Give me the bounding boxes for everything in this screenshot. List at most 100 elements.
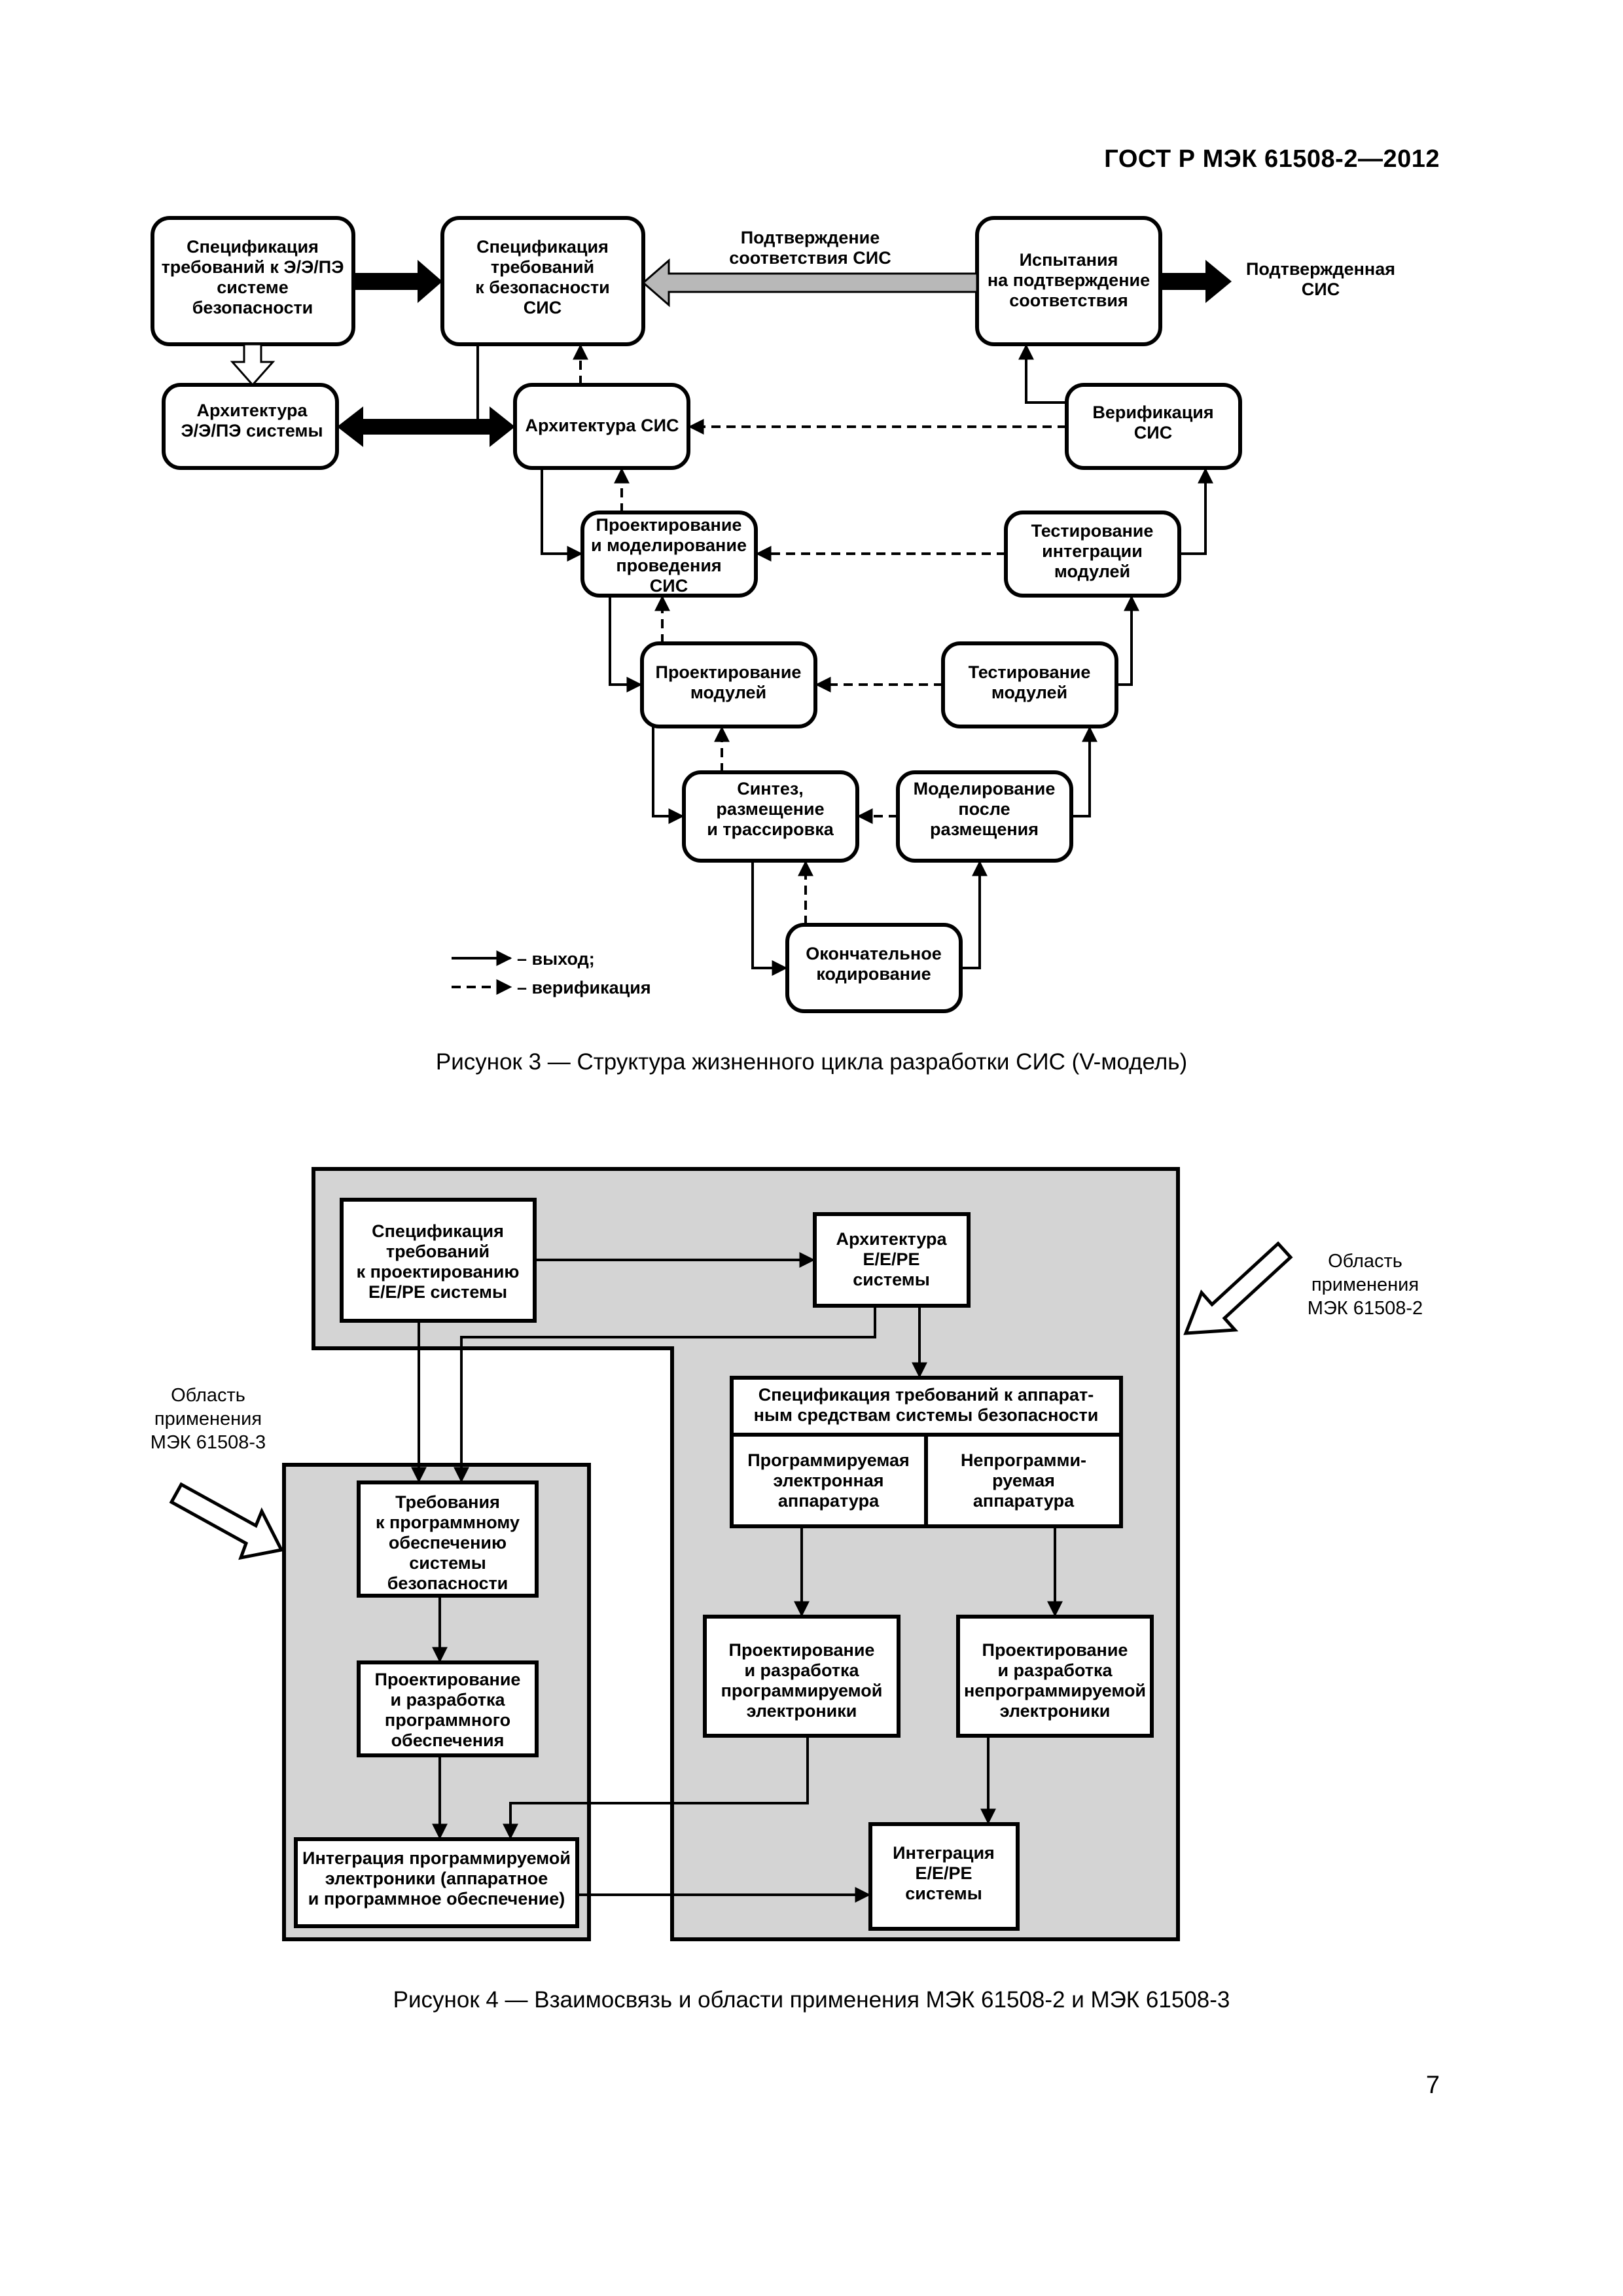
label-line: Архитектура — [836, 1229, 947, 1249]
label-line: Спецификация — [372, 1221, 504, 1241]
label-line: Тестирование — [969, 662, 1091, 682]
label-line: интеграции — [1042, 541, 1143, 561]
hollow-arrow-down — [230, 343, 276, 387]
label-line: модулей — [1054, 562, 1130, 581]
label-line: Область — [171, 1385, 245, 1406]
label-line: к безопасности — [475, 278, 610, 297]
label-line: обеспечения — [391, 1731, 505, 1750]
label-line: Область — [1328, 1251, 1402, 1272]
box-label: Спецификация требований к аппарат-ным ср… — [754, 1385, 1099, 1425]
label-line: СИС — [650, 576, 688, 596]
label-line: программируемой — [721, 1681, 883, 1700]
label-line: электроники (аппаратное — [325, 1869, 548, 1888]
label-line: соответствия — [1009, 291, 1128, 310]
big-double-arrow-arch — [337, 406, 515, 447]
label-line: системе — [217, 278, 289, 297]
label-line: программного — [385, 1710, 510, 1730]
label-line: системы — [409, 1553, 486, 1573]
label-line: Проектирование — [729, 1640, 875, 1660]
label-line: Требования — [395, 1492, 500, 1512]
label-line: Окончательное — [806, 944, 941, 963]
label-line: Интеграция — [893, 1843, 995, 1863]
label-line: Проектирование — [596, 515, 742, 535]
label-line: и разработка — [744, 1660, 859, 1680]
label-line: и моделирование — [591, 535, 747, 555]
label-line: к программному — [376, 1513, 520, 1532]
label-line: требований — [386, 1242, 490, 1261]
label-line: Е/Е/РЕ — [863, 1249, 919, 1269]
label-line: электронная — [773, 1471, 883, 1490]
label-line: Архитектура СИС — [526, 416, 679, 435]
callout-arrow-61508-3 — [169, 1482, 284, 1560]
label-line: руемая — [992, 1471, 1055, 1490]
label-line: Проектирование — [982, 1640, 1128, 1660]
label-line: Верификация — [1092, 403, 1213, 422]
big-arrow-confirmed — [1160, 260, 1232, 303]
page-number: 7 — [1425, 2072, 1440, 2099]
label-line: аппаратура — [973, 1491, 1075, 1511]
label-line: кодирование — [816, 964, 931, 984]
label-line: безопасности — [387, 1573, 508, 1593]
label-line: СИС — [1134, 423, 1172, 442]
label-line: и программное обеспечение) — [308, 1889, 565, 1909]
label-line: на подтверждение — [988, 270, 1150, 290]
label-line: Моделирование — [914, 779, 1056, 798]
label-line: Проектирование — [375, 1670, 521, 1689]
scope-61508-2-region — [312, 1167, 1180, 1941]
legend-verification: – верификация — [517, 978, 651, 997]
label-line: модулей — [991, 683, 1067, 702]
label-line: Спецификация — [187, 237, 319, 257]
label-line: Тестирование — [1031, 521, 1154, 541]
label-line: Непрограмми- — [961, 1450, 1086, 1470]
label-line: Подтверждение — [741, 228, 880, 247]
callout-arrow-61508-2 — [1183, 1241, 1293, 1335]
label-line: и разработка — [390, 1690, 505, 1710]
label-line: и трассировка — [707, 819, 834, 839]
label-line: требований к Э/Э/ПЭ — [162, 257, 344, 277]
legend-output: – выход; — [517, 949, 595, 969]
box-label: Архитектура СИС — [526, 416, 679, 435]
label-line: применения — [154, 1408, 262, 1429]
label-line: непрограммируемой — [964, 1681, 1146, 1700]
label-line: Спецификация — [476, 237, 609, 257]
label-line: Интеграция программируемой — [302, 1848, 571, 1868]
label-line: аппаратура — [778, 1491, 880, 1511]
label-line: размещение — [716, 799, 824, 819]
